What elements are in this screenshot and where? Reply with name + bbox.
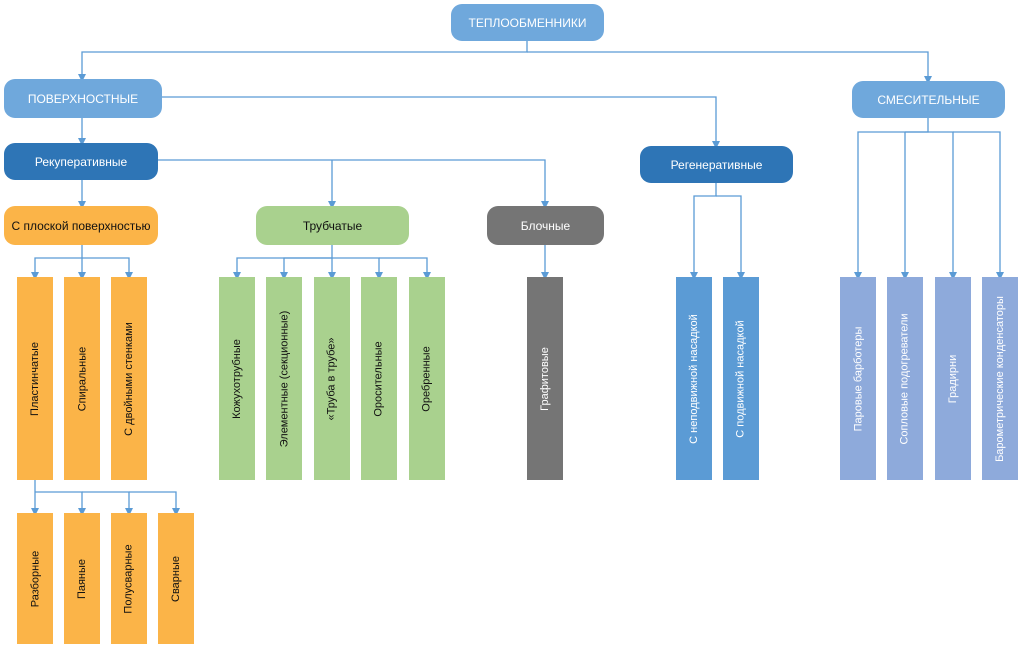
flat-sub-detachable: Разборные (17, 513, 53, 644)
flat-surface-node: С плоской поверхностью (4, 206, 158, 245)
mixing-item-bubblers: Паровые барботеры (840, 277, 876, 480)
block-node: Блочные (487, 206, 604, 245)
tubular-item-shell-tube: Кожухотрубные (219, 277, 255, 480)
surface-node: ПОВЕРХНОСТНЫЕ (4, 79, 162, 118)
flat-item-double-wall: С двойными стенками (111, 277, 147, 480)
flat-sub-welded: Сварные (158, 513, 194, 644)
flat-sub-brazed: Паяные (64, 513, 100, 644)
recuperative-node: Рекуперативные (4, 143, 158, 180)
tubular-item-tube-in-tube: «Труба в трубе» (314, 277, 350, 480)
flat-item-plate: Пластинчатые (17, 277, 53, 480)
mixing-node: СМЕСИТЕЛЬНЫЕ (852, 81, 1005, 118)
tubular-item-irrigation: Оросительные (361, 277, 397, 480)
tubular-item-sectional: Элементные (секционные) (266, 277, 302, 480)
mixing-item-barometric-condensers: Барометрические конденсаторы (982, 277, 1018, 480)
block-item-graphite: Графитовые (527, 277, 563, 480)
root-node: ТЕПЛООБМЕННИКИ (451, 4, 604, 41)
flat-item-spiral: Спиральные (64, 277, 100, 480)
mixing-item-nozzle-heaters: Сопловые подогреватели (887, 277, 923, 480)
regenerative-node: Регенеративные (640, 146, 793, 183)
flat-sub-semi-welded: Полусварные (111, 513, 147, 644)
regen-item-moving-packing: С подвижной насадкой (723, 277, 759, 480)
regen-item-fixed-packing: С неподвижной насадкой (676, 277, 712, 480)
tubular-node: Трубчатые (256, 206, 409, 245)
tubular-item-finned: Оребренные (409, 277, 445, 480)
mixing-item-cooling-towers: Градирни (935, 277, 971, 480)
